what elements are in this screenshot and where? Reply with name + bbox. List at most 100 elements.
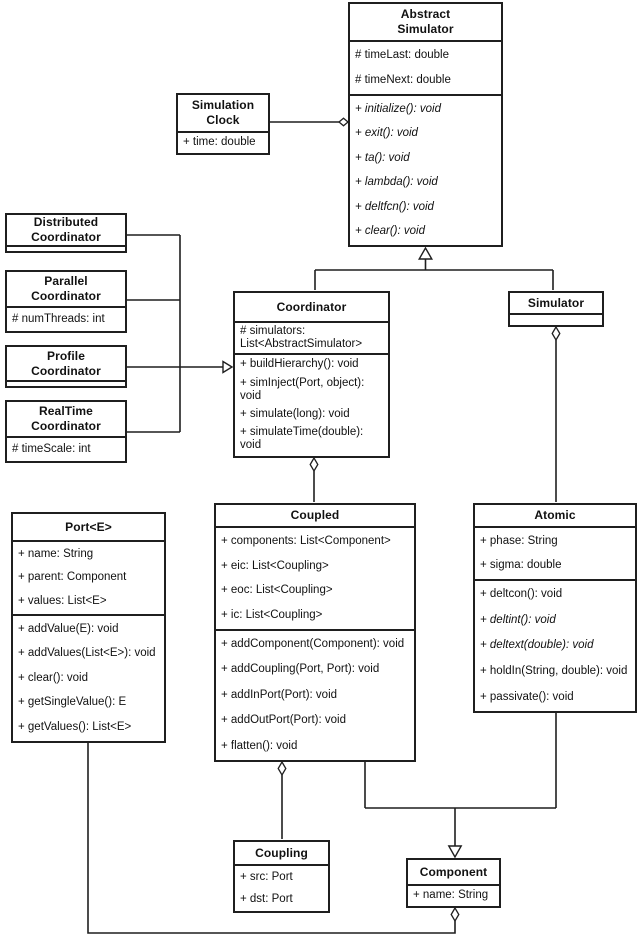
class-title: Coupling [255,845,308,860]
aggregation-coordinator-coupled [309,456,319,502]
aggregation-diamond-icon [551,325,561,342]
generalization-arrow-icon [222,360,234,374]
aggregation-diamond-icon [450,906,460,923]
class-method: + buildHierarchy(): void [240,358,359,371]
attributes-compartment: + name: String + parent: Component + val… [13,540,164,614]
class-box-profile-coordinator: Profile Coordinator [5,345,127,388]
class-method: + flatten(): void [221,739,298,752]
class-method: + deltfcn(): void [355,200,434,213]
class-attribute: # timeNext: double [355,73,451,86]
attributes-compartment [7,380,125,386]
class-method: + addOutPort(Port): void [221,714,346,727]
class-method: + simulate(long): void [240,407,350,420]
class-method: + addComponent(Component): void [221,638,405,651]
attributes-compartment: + phase: String + sigma: double [475,526,635,579]
class-box-coupling: Coupling + src: Port + dst: Port [233,840,330,913]
class-method: + addValues(List<E>): void [18,647,156,660]
class-box-abstract-simulator: Abstract Simulator # timeLast: double # … [348,2,503,247]
attributes-compartment: + src: Port + dst: Port [235,864,328,911]
class-title: Component [419,864,488,879]
class-method: + deltext(double): void [480,639,594,652]
class-method: + getSingleValue(): E [18,696,127,709]
class-method: + passivate(): void [480,690,574,703]
class-attribute: # timeLast: double [355,48,449,61]
class-method: + deltcon(): void [480,588,563,601]
class-attribute: # timeScale: int [12,442,91,455]
class-title: Coordinator [276,299,347,314]
methods-compartment: + initialize(): void + exit(): void + ta… [350,94,501,245]
attributes-compartment: + time: double [178,131,268,153]
generalization-to-abstractsimulator [314,246,554,290]
class-method: + exit(): void [355,127,418,140]
attributes-compartment: # simulators: List<AbstractSimulator> [235,321,388,353]
class-attribute: + src: Port [240,871,293,884]
class-method: + addCoupling(Port, Port): void [221,663,380,676]
class-box-parallel-coordinator: Parallel Coordinator # numThreads: int [5,270,127,333]
aggregation-simulator-atomic [551,325,561,502]
generalization-arrow-icon [417,246,434,260]
class-method: + holdIn(String, double): void [480,664,628,677]
class-attribute: + values: List<E> [18,594,107,607]
class-box-distributed-coordinator: Distributed Coordinator [5,213,127,253]
class-attribute: # numThreads: int [12,312,105,325]
class-box-component: Component + name: String [406,858,501,908]
attributes-compartment: + components: List<Component> + eic: Lis… [216,526,414,629]
class-attribute: + parent: Component [18,571,127,584]
generalization-arrow-icon [447,845,463,859]
class-title: Parallel Coordinator [31,274,101,303]
class-method: + initialize(): void [355,102,441,115]
aggregation-coupled-coupling [277,760,287,839]
class-box-simulation-clock: Simulation Clock + time: double [176,93,270,155]
aggregation-diamond-icon [337,117,350,127]
methods-compartment: + deltcon(): void + deltint(): void + de… [475,579,635,711]
class-method: + addInPort(Port): void [221,688,338,701]
class-method: + clear(): void [355,225,425,238]
class-title: Simulation Clock [191,98,255,127]
class-attribute: + phase: String [480,534,558,547]
class-method: + deltint(): void [480,613,556,626]
class-method: + simInject(Port, object): void [240,376,365,402]
attributes-compartment: + name: String [408,884,499,906]
aggregation-diamond-icon [277,760,287,777]
class-method: + lambda(): void [355,176,438,189]
class-box-port: Port<E> + name: String + parent: Compone… [11,512,166,743]
class-attribute: + name: String [18,548,94,561]
class-attribute: # simulators: List<AbstractSimulator> [240,324,363,350]
class-box-coordinator: Coordinator # simulators: List<AbstractS… [233,291,390,458]
attributes-compartment: # timeLast: double # timeNext: double [350,40,501,94]
class-attribute: + eoc: List<Coupling> [221,584,333,597]
attributes-compartment [7,245,125,251]
class-title: RealTime Coordinator [31,404,101,433]
class-attribute: + sigma: double [480,559,562,572]
class-box-simulator: Simulator [508,291,604,327]
attributes-compartment: # numThreads: int [7,306,125,331]
methods-compartment: + buildHierarchy(): void + simInject(Por… [235,353,388,456]
class-attribute: + components: List<Component> [221,534,391,547]
class-method: + getValues(): List<E> [18,721,132,734]
aggregation-diamond-icon [309,456,319,473]
class-method: + simulateTime(double): void [240,426,364,452]
aggregation-simulationclock-abstractsimulator [270,117,350,127]
class-attribute: + eic: List<Coupling> [221,559,329,572]
class-title: Coupled [290,508,340,523]
attributes-compartment [510,313,602,325]
class-attribute: + time: double [183,136,256,149]
class-box-coupled: Coupled + components: List<Component> + … [214,503,416,762]
class-title: Atomic [534,508,576,523]
methods-compartment: + addComponent(Component): void + addCou… [216,629,414,760]
class-method: + addValue(E): void [18,622,119,635]
class-title: Port<E> [65,519,112,534]
class-attribute: + ic: List<Coupling> [221,609,323,622]
class-title: Simulator [527,295,585,310]
methods-compartment: + addValue(E): void + addValues(List<E>)… [13,614,164,741]
class-title: Abstract Simulator [397,7,454,36]
class-attribute: + name: String [413,889,489,902]
class-box-atomic: Atomic + phase: String + sigma: double +… [473,503,637,713]
class-box-realtime-coordinator: RealTime Coordinator # timeScale: int [5,400,127,463]
class-title: Profile Coordinator [31,348,101,378]
generalization-coordinators-to-coordinator [127,234,234,433]
class-method: + ta(): void [355,151,410,164]
attributes-compartment: # timeScale: int [7,436,125,461]
